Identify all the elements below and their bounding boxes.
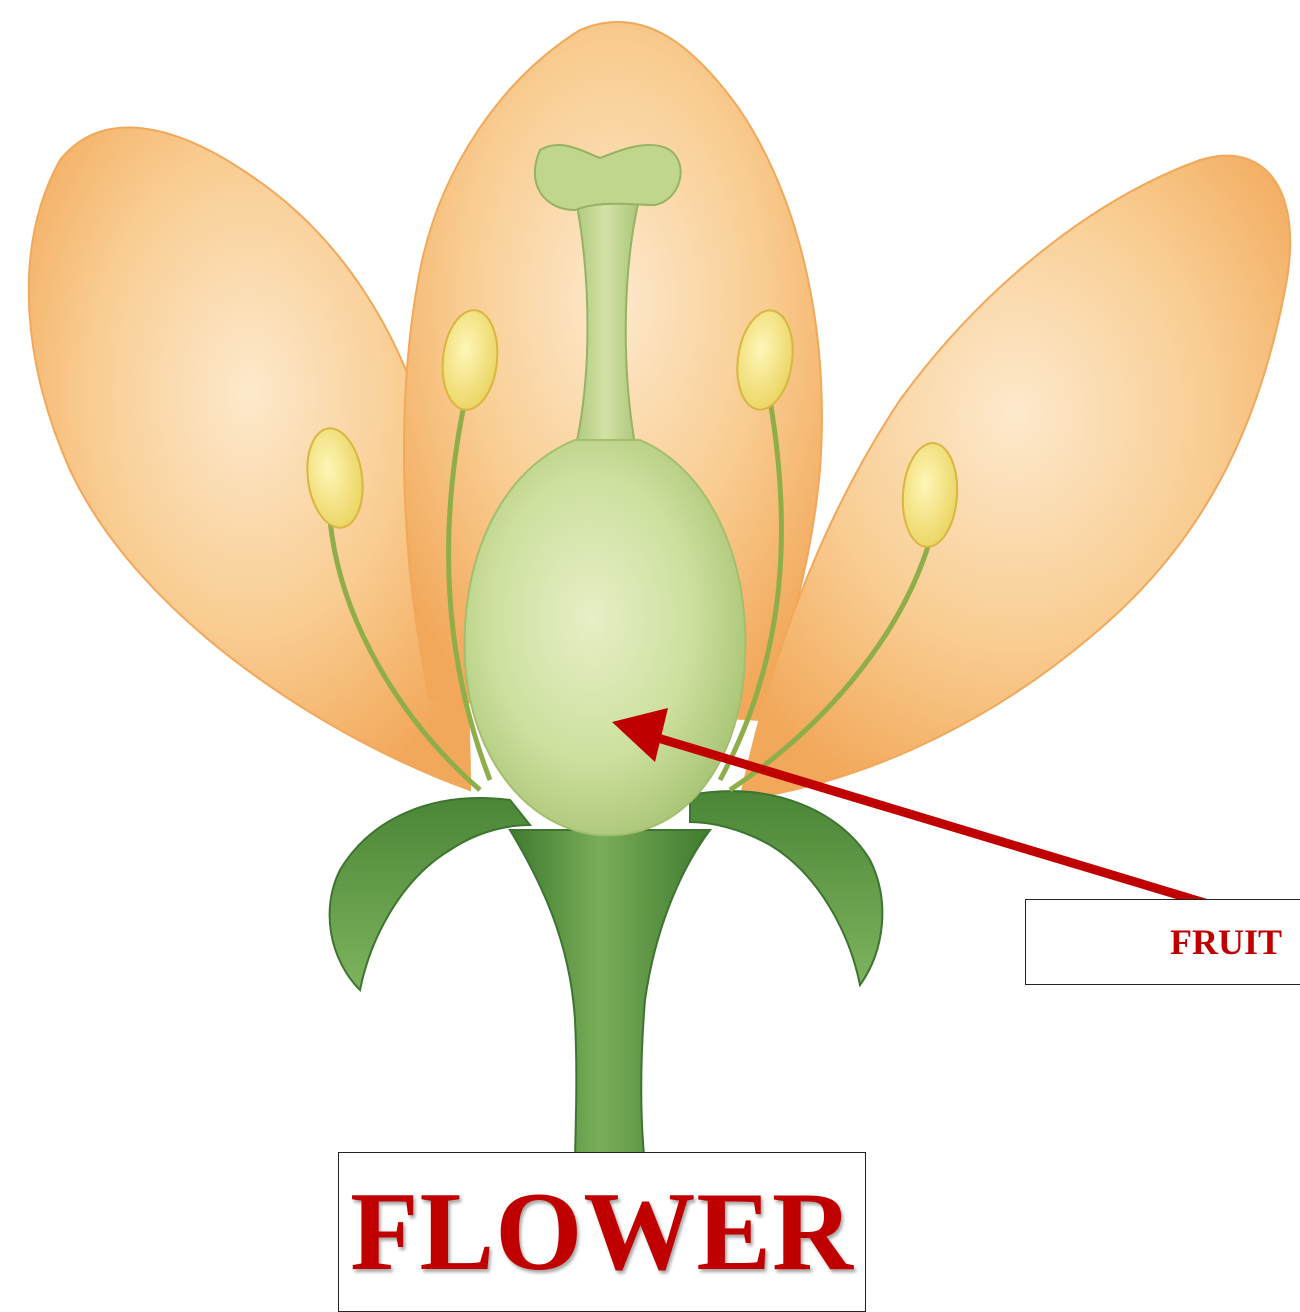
sepal-right [690, 791, 882, 985]
fruit-label-box: FRUIT [1025, 899, 1300, 985]
flower-label: FLOWER [350, 1168, 854, 1297]
stigma [535, 145, 681, 210]
petal-right [740, 156, 1290, 800]
fruit-label: FRUIT [1170, 921, 1282, 963]
flower-label-box: FLOWER [338, 1152, 866, 1312]
sepal-left [330, 798, 530, 990]
stem [510, 830, 710, 1165]
ovary [465, 440, 746, 835]
